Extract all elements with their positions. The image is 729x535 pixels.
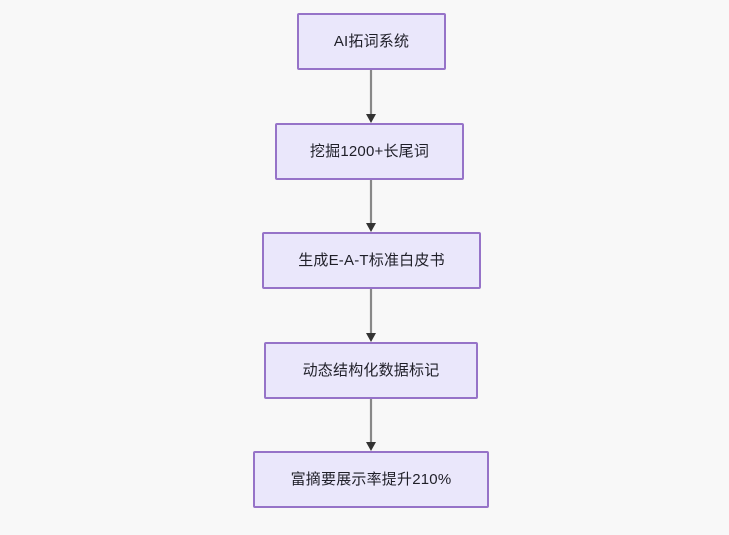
flow-node-label: 生成E-A-T标准白皮书 [298,252,445,269]
flow-node-label: 动态结构化数据标记 [302,362,440,379]
flow-node-generate-eat-whitepaper[interactable]: 生成E-A-T标准白皮书 [262,232,481,289]
flow-node-rich-snippet-impression-lift[interactable]: 富摘要展示率提升210% [253,451,489,508]
flow-node-label: 富摘要展示率提升210% [290,471,452,488]
flow-node-label: 挖掘1200+长尾词 [309,143,430,160]
arrow-down-icon [366,180,376,232]
flow-node-ai-keyword-system[interactable]: AI拓词系统 [297,13,446,70]
flow-node-dynamic-structured-data-markup[interactable]: 动态结构化数据标记 [264,342,478,399]
arrow-down-icon [366,289,376,342]
flow-edge-n2-n3 [361,180,381,232]
flow-edge-n4-n5 [361,399,381,451]
flow-edge-n3-n4 [361,289,381,342]
flow-edge-n1-n2 [361,70,381,123]
arrow-down-icon [366,399,376,451]
flow-node-mine-longtail-keywords[interactable]: 挖掘1200+长尾词 [275,123,464,180]
flow-node-label: AI拓词系统 [333,33,410,50]
arrow-down-icon [366,70,376,123]
